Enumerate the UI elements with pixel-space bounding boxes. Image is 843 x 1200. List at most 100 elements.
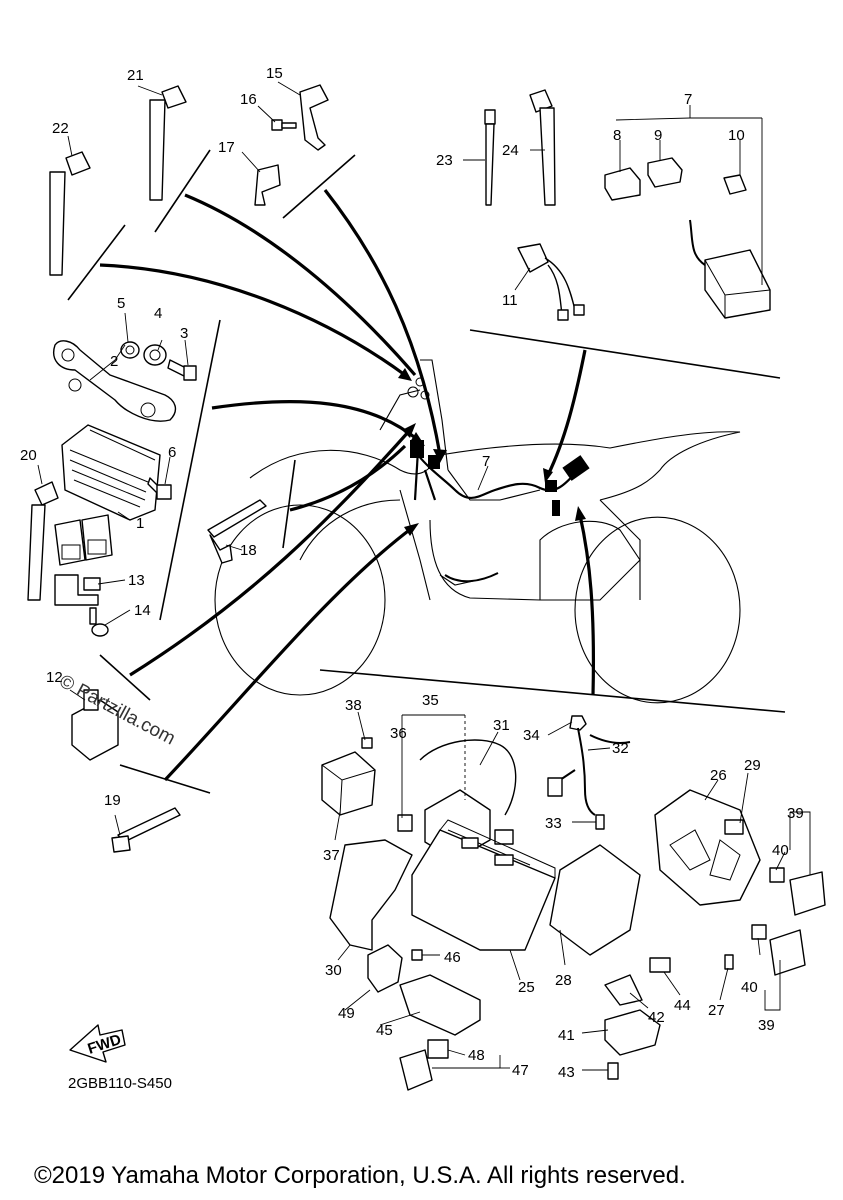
battery-case-part-30 — [329, 839, 413, 951]
pointer-arrows — [99, 189, 596, 782]
callout-25: 25 — [518, 979, 535, 996]
callout-14: 14 — [134, 602, 151, 619]
callout-44: 44 — [674, 997, 691, 1014]
cable-tie-part-22 — [49, 151, 91, 276]
harness-on-bike — [407, 377, 590, 586]
bracket-part-26 — [654, 789, 761, 906]
callout-19: 19 — [104, 792, 121, 809]
callout-7-fusebox: 7 — [684, 91, 692, 108]
fuse-part-10 — [723, 174, 747, 195]
callout-38: 38 — [345, 697, 362, 714]
unit-part-49 — [367, 944, 403, 993]
callout-22: 22 — [52, 120, 69, 137]
callout-10: 10 — [728, 127, 745, 144]
callout-3: 3 — [180, 325, 188, 342]
callout-4: 4 — [154, 305, 162, 322]
callout-27: 27 — [708, 1002, 725, 1019]
cable-tie-part-24 — [529, 89, 556, 206]
callout-39-lower: 39 — [758, 1017, 775, 1034]
motorcycle-outline — [214, 359, 741, 704]
connector-part-40-upper — [769, 867, 785, 883]
callout-49: 49 — [338, 1005, 355, 1022]
rectifier-bracket-part-2 — [53, 340, 177, 422]
bracket-part-45 — [399, 974, 481, 1036]
coupler-part-39-lower — [769, 929, 806, 976]
callout-8: 8 — [613, 127, 621, 144]
bracket-part-15 — [299, 84, 329, 151]
fuse-box-part-7 — [689, 219, 771, 319]
callout-36: 36 — [390, 725, 407, 742]
callout-1: 1 — [136, 515, 144, 532]
callout-31: 31 — [493, 717, 510, 734]
leader-lines — [37, 81, 811, 1071]
callout-30: 30 — [325, 962, 342, 979]
callout-48: 48 — [468, 1047, 485, 1064]
callout-5: 5 — [117, 295, 125, 312]
callout-39-upper: 39 — [787, 805, 804, 822]
callout-labels: 1 2 3 4 5 6 7 7 8 9 10 11 12 13 14 15 16… — [20, 65, 804, 1081]
coupler-part-39-upper — [789, 871, 826, 916]
callout-28: 28 — [555, 972, 572, 989]
bracket-part-42 — [604, 974, 643, 1006]
relay-part-48 — [427, 1039, 449, 1059]
collar-part-5 — [120, 341, 140, 359]
callout-46: 46 — [444, 949, 461, 966]
connector-part-40-lower — [751, 924, 767, 940]
cable-tie-clamp-part-18 — [207, 499, 267, 564]
callout-12: 12 — [46, 669, 63, 686]
callout-18: 18 — [240, 542, 257, 559]
group-brackets — [67, 149, 786, 794]
callout-17: 17 — [218, 139, 235, 156]
callout-11: 11 — [502, 292, 518, 309]
callout-33: 33 — [545, 815, 562, 832]
fuse-part-36 — [397, 814, 413, 832]
fuse-part-29 — [724, 819, 744, 835]
relay-part-37 — [321, 751, 376, 816]
damper-part-4 — [143, 344, 167, 366]
callout-13: 13 — [128, 572, 145, 589]
callout-41: 41 — [558, 1027, 575, 1044]
callout-16: 16 — [240, 91, 257, 108]
callout-45: 45 — [376, 1022, 393, 1039]
callout-15: 15 — [266, 65, 283, 82]
diagram-code: 2GBB110-S450 — [68, 1075, 172, 1092]
cable-tie-part-19 — [111, 807, 181, 853]
relay-part-8 — [604, 167, 641, 201]
callout-37: 37 — [323, 847, 340, 864]
callout-43: 43 — [558, 1064, 575, 1081]
callout-9: 9 — [654, 127, 662, 144]
callout-7-harness: 7 — [482, 453, 490, 470]
relay-part-47 — [399, 1049, 433, 1091]
screw-part-46 — [411, 949, 423, 961]
cable-tie-part-20 — [27, 481, 59, 601]
clamp-part-41 — [604, 1009, 661, 1056]
clamp-part-13 — [54, 574, 101, 606]
callout-42: 42 — [648, 1009, 665, 1026]
callout-34: 34 — [523, 727, 540, 744]
callout-23: 23 — [436, 152, 453, 169]
screw-part-27 — [724, 954, 734, 970]
copyright-notice: ©2019 Yamaha Motor Corporation, U.S.A. A… — [34, 1162, 686, 1189]
callout-29: 29 — [744, 757, 761, 774]
unit-part-12 — [71, 689, 119, 761]
bolt-part-16 — [271, 119, 297, 131]
cover-part-28 — [549, 844, 641, 956]
rectifier-regulator-part-1 — [54, 424, 161, 566]
cable-tie-part-21 — [149, 85, 187, 201]
callout-20: 20 — [20, 447, 37, 464]
bolt-part-6 — [147, 477, 172, 500]
cable-tie-part-23 — [484, 109, 496, 206]
bolt-part-3 — [167, 359, 197, 381]
fuse-part-44 — [649, 957, 671, 973]
screw-part-14 — [89, 607, 109, 637]
callout-32: 32 — [612, 740, 629, 757]
callout-2: 2 — [110, 353, 118, 370]
callout-40-lower: 40 — [741, 979, 758, 996]
callout-26: 26 — [710, 767, 727, 784]
callout-47: 47 — [512, 1062, 529, 1079]
battery-part-25 — [411, 819, 556, 951]
screw-part-38 — [361, 737, 373, 749]
holder-part-17 — [254, 164, 281, 206]
fwd-arrow: FWD — [69, 1024, 126, 1063]
